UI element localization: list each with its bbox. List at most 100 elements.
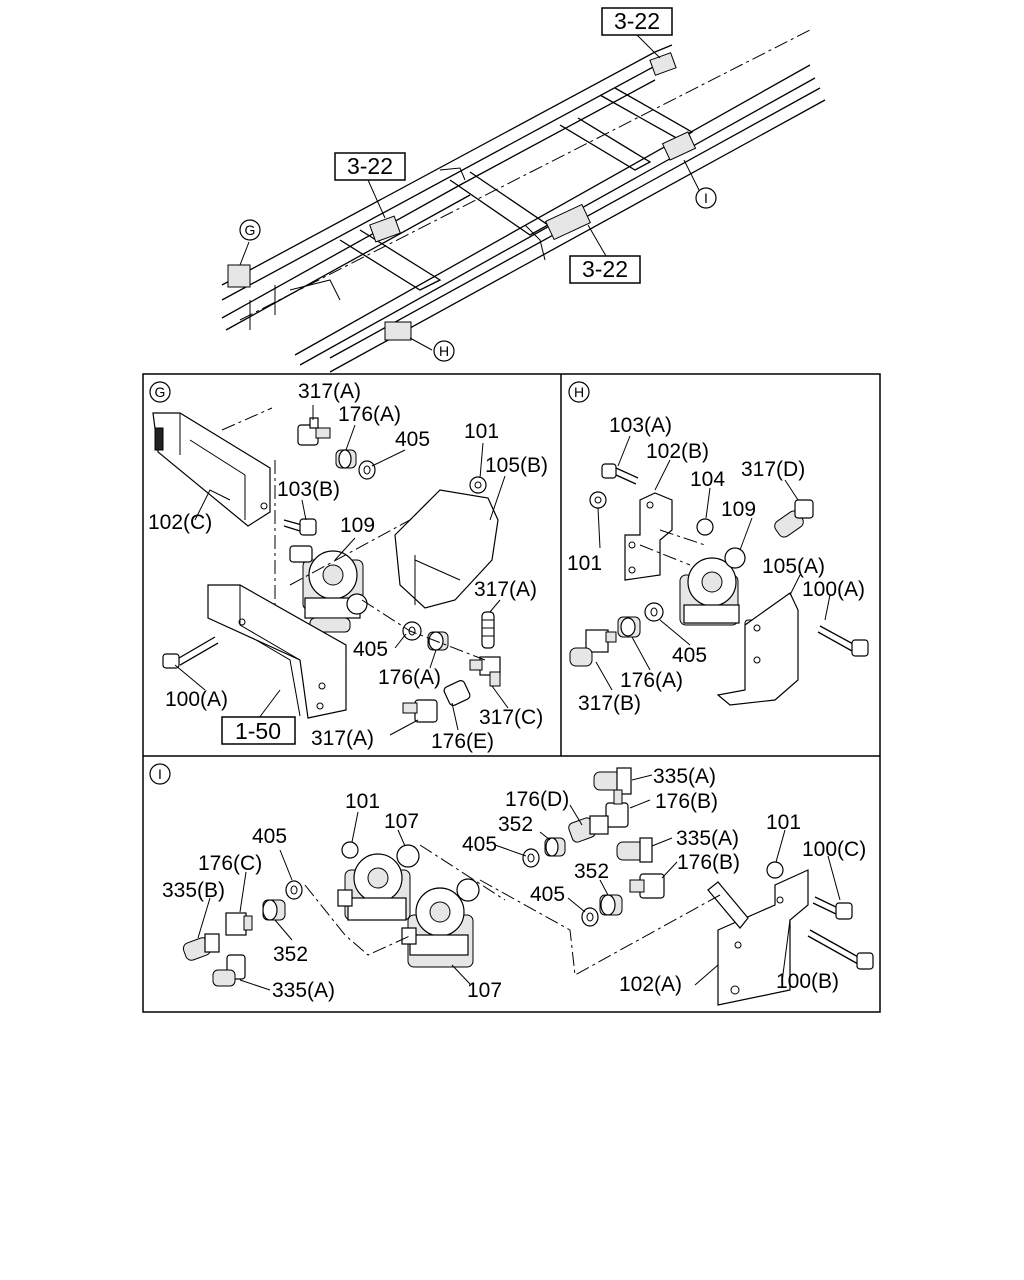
label-102b: 102(B) [646, 440, 709, 463]
valve-107-bottom[interactable] [401, 878, 480, 968]
nut-101-h[interactable] [589, 491, 607, 509]
valve-109-h[interactable] [679, 547, 761, 635]
label-104: 104 [690, 468, 725, 491]
label-317d: 317(D) [741, 458, 805, 481]
valve-107-top[interactable] [337, 844, 420, 921]
bolt-103a[interactable] [601, 463, 639, 485]
panel-h-tag: H [568, 381, 590, 403]
label-335a-bottom: 335(A) [272, 979, 335, 1002]
bolt-100a[interactable] [162, 636, 219, 669]
label-100c: 100(C) [802, 838, 866, 861]
ref-box-3-22-top[interactable]: 3-22 [601, 7, 673, 36]
label-317b: 317(B) [578, 692, 641, 715]
cover-105a[interactable] [716, 592, 799, 706]
washer-405-left[interactable] [522, 848, 540, 868]
nut-104[interactable] [696, 518, 714, 536]
label-176a-h: 176(A) [620, 669, 683, 692]
washer-405-low[interactable] [285, 880, 303, 900]
fitting-176c[interactable] [225, 912, 253, 936]
bracket-102c[interactable] [152, 412, 271, 527]
label-405-low: 405 [530, 883, 565, 906]
elbow-317a-top[interactable] [297, 417, 331, 446]
elbow-335a-bottom[interactable] [212, 954, 246, 987]
washer-405-mid-i[interactable] [581, 907, 599, 927]
label-102a: 102(A) [619, 973, 682, 996]
cover-105b[interactable] [394, 489, 499, 609]
bolt-100a-h[interactable] [817, 625, 869, 657]
bracket-102b[interactable] [624, 492, 673, 581]
label-405-h: 405 [672, 644, 707, 667]
label-100a: 100(A) [165, 688, 228, 711]
elbow-176b-mid[interactable] [629, 873, 665, 899]
label-102c: 102(C) [148, 511, 212, 534]
bolt-100c[interactable] [812, 896, 853, 920]
label-109-h: 109 [721, 498, 756, 521]
fitting-352-low[interactable] [262, 899, 286, 921]
label-352-low: 352 [273, 943, 308, 966]
bracket-102a[interactable] [707, 869, 809, 1006]
callout-g[interactable]: G [239, 219, 261, 241]
ref-label: 3-22 [582, 256, 628, 282]
elbow-317a-bottom[interactable] [402, 699, 438, 723]
elbow-335a-mid[interactable] [616, 837, 653, 863]
label-101-h: 101 [567, 552, 602, 575]
panel-i-tag: I [149, 763, 171, 785]
elbow-335a-top[interactable] [593, 767, 632, 795]
label-109: 109 [340, 514, 375, 537]
label-176b-top: 176(B) [655, 790, 718, 813]
label-405-mid: 405 [462, 833, 497, 856]
svg-text:H: H [574, 384, 584, 400]
bracket-lower[interactable] [207, 584, 347, 719]
label-176e: 176(E) [431, 730, 494, 753]
label-335b: 335(B) [162, 879, 225, 902]
label-107-top: 107 [384, 810, 419, 833]
nut-101[interactable] [469, 476, 487, 494]
panel-g-tag: G [149, 381, 171, 403]
label-176c: 176(C) [198, 852, 262, 875]
label-176b-mid: 176(B) [677, 851, 740, 874]
label-352-mid: 352 [574, 860, 609, 883]
fitting-176d[interactable] [567, 815, 609, 844]
label-176d: 176(D) [505, 788, 569, 811]
tee-317c[interactable] [469, 656, 501, 687]
elbow-176b-top[interactable] [605, 789, 629, 828]
fitting-317a-right[interactable] [481, 611, 495, 649]
callout-i[interactable]: I [695, 187, 717, 209]
nut-101-right[interactable] [766, 861, 784, 879]
ref-box-3-22-right[interactable]: 3-22 [569, 255, 641, 284]
bolt-103b[interactable] [283, 518, 317, 536]
panel-h: H [567, 381, 869, 715]
label-317c: 317(C) [479, 706, 543, 729]
fitting-352-top[interactable] [544, 837, 566, 857]
svg-text:I: I [158, 766, 162, 782]
label-176a-top: 176(A) [338, 403, 401, 426]
label-405-top: 405 [395, 428, 430, 451]
valve-109[interactable] [289, 545, 368, 633]
label-101-left: 101 [345, 790, 380, 813]
callout-h[interactable]: H [433, 340, 455, 362]
ref-box-1-50[interactable]: 1-50 [221, 716, 296, 745]
svg-text:G: G [245, 222, 256, 238]
washer-405-h[interactable] [644, 602, 664, 622]
washer-405-mid[interactable] [402, 621, 422, 641]
fitting-176a-top[interactable] [335, 449, 357, 469]
panel-i: I [149, 763, 874, 1006]
washer-405-top[interactable] [358, 460, 376, 480]
label-101: 101 [464, 420, 499, 443]
fitting-176a-mid[interactable] [427, 631, 449, 651]
tee-317b[interactable] [569, 629, 617, 667]
fitting-335b[interactable] [182, 933, 220, 962]
fitting-352-mid[interactable] [599, 894, 623, 916]
ref-box-3-22-left[interactable]: 3-22 [334, 152, 406, 181]
label-100b: 100(B) [776, 970, 839, 993]
fitting-176e[interactable] [443, 679, 471, 706]
label-317a-right: 317(A) [474, 578, 537, 601]
label-317a-top: 317(A) [298, 380, 361, 403]
bolt-100b[interactable] [807, 929, 874, 970]
chassis-frame-overview [221, 29, 826, 373]
fitting-176a-h[interactable] [617, 616, 641, 638]
label-101-right: 101 [766, 811, 801, 834]
elbow-317d[interactable] [772, 499, 814, 539]
nut-101-left[interactable] [341, 841, 359, 859]
svg-text:G: G [155, 384, 166, 400]
